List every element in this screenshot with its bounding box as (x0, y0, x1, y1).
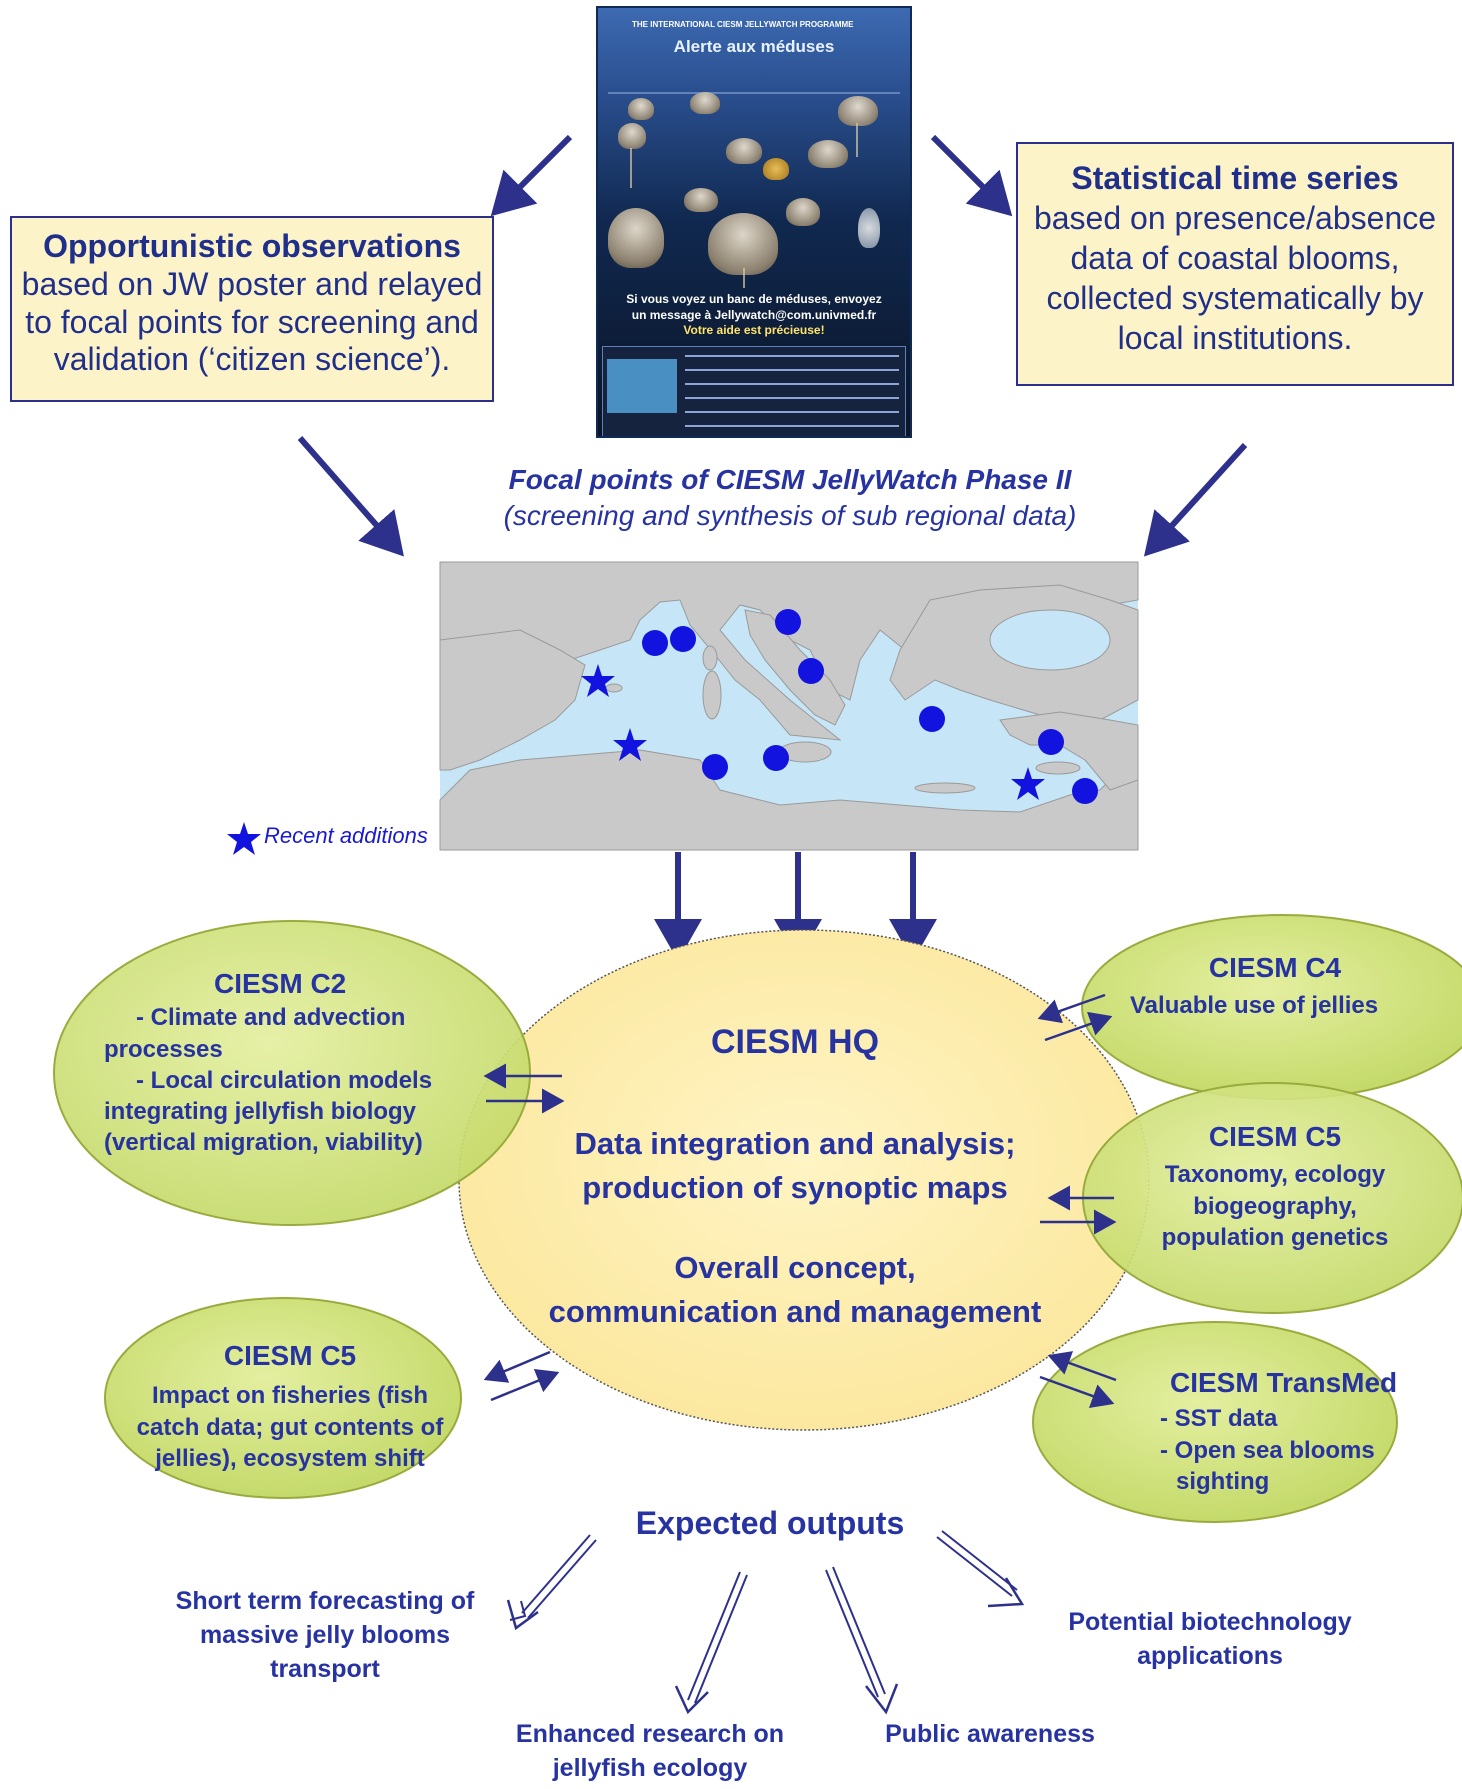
recent-addition-star (1011, 767, 1045, 800)
jellyfish-image (786, 198, 820, 226)
box-title: Statistical time series (1071, 160, 1399, 196)
output-biotechnology: Potential biotechnology applications (1068, 1608, 1352, 1670)
exchange-arrows (483, 993, 1117, 1408)
c5-right-text: CIESM C5 Taxonomy, ecology biogeography,… (1110, 1119, 1440, 1253)
poster-form-panel (602, 346, 906, 436)
focal-point (702, 754, 728, 780)
poster-title: Alerte aux méduses (673, 37, 835, 56)
jellyfish-image (690, 92, 720, 114)
c4-text: CIESM C4 Valuable use of jellies (1110, 950, 1440, 1022)
box-body: based on presence/absence data of coasta… (1033, 200, 1437, 356)
jellyfish-image (763, 158, 789, 180)
c5-left-text: CIESM C5 Impact on fisheries (fish catch… (130, 1338, 450, 1474)
statistical-time-series-box: Statistical time series based on presenc… (1016, 142, 1454, 386)
jellyfish-image (858, 208, 880, 248)
focal-point (1072, 778, 1098, 804)
arrow-left-to-map (297, 436, 404, 557)
opportunistic-observations-box: Opportunistic observations based on JW p… (10, 216, 494, 402)
focal-point (775, 609, 801, 635)
jellyfish-image (628, 98, 654, 120)
arrow-right-to-map (1143, 442, 1248, 557)
transmed-title: CIESM TransMed (1170, 1367, 1398, 1398)
focal-subtitle: (screening and synthesis of sub regional… (503, 499, 1077, 531)
output-research: Enhanced research on jellyfish ecology (515, 1720, 785, 1782)
poster-message: Si vous voyez un banc de méduses, envoye… (626, 292, 882, 338)
c4-title: CIESM C4 (1208, 952, 1342, 983)
focal-title: Focal points of CIESM JellyWatch Phase I… (508, 464, 1072, 495)
jellyfish-image (708, 213, 778, 275)
c2-ellipse (53, 920, 531, 1226)
c2-text: CIESM C2 - Climate and advection process… (104, 966, 504, 1158)
mediterranean-map (439, 561, 1139, 851)
jellywatch-poster: THE INTERNATIONAL CIESM JELLYWATCH PROGR… (596, 6, 912, 438)
output-arrows (506, 1530, 1025, 1715)
focal-point (798, 658, 824, 684)
expected-outputs-title: Expected outputs (635, 1505, 905, 1541)
legend-label: Recent additions (264, 823, 428, 848)
c2-title: CIESM C2 (214, 968, 347, 999)
output-public-awareness: Public awareness (885, 1720, 1095, 1748)
hq-title: CIESM HQ (710, 1023, 880, 1061)
box-body: based on JW poster and relayed to focal … (21, 265, 483, 378)
recent-addition-star (581, 664, 615, 697)
arrow-poster-to-left (490, 134, 573, 217)
focal-point (919, 706, 945, 732)
poster-header: THE INTERNATIONAL CIESM JELLYWATCH PROGR… (632, 20, 854, 29)
focal-point (642, 630, 668, 656)
output-forecasting: Short term forecasting of massive jelly … (175, 1587, 475, 1683)
focal-point (670, 626, 696, 652)
c5b-ellipse (104, 1297, 462, 1499)
recent-addition-stars (581, 664, 1045, 800)
transmed-ellipse (1032, 1321, 1398, 1523)
jellyfish-image (838, 96, 878, 126)
jellyfish-image (808, 140, 848, 168)
recent-addition-star (613, 728, 647, 761)
jellyfish-image (618, 123, 646, 149)
arrow-poster-to-right (930, 134, 1013, 217)
box-title: Opportunistic observations (43, 228, 461, 264)
hq-text: CIESM HQ Data integration and analysis; … (520, 1023, 1070, 1330)
legend-star-icon (227, 822, 261, 855)
c5-right-title: CIESM C5 (1208, 1121, 1342, 1152)
focal-points-caption: Focal points of CIESM JellyWatch Phase I… (420, 462, 1160, 534)
jellyfish-image (608, 208, 664, 268)
focal-points (642, 609, 1098, 804)
focal-point (763, 745, 789, 771)
jellyfish-image (684, 188, 718, 212)
c5-left-title: CIESM C5 (223, 1340, 357, 1371)
jellyfish-image (726, 138, 762, 164)
focal-point (1038, 729, 1064, 755)
transmed-text: CIESM TransMed - SST data - Open sea blo… (1160, 1365, 1460, 1497)
